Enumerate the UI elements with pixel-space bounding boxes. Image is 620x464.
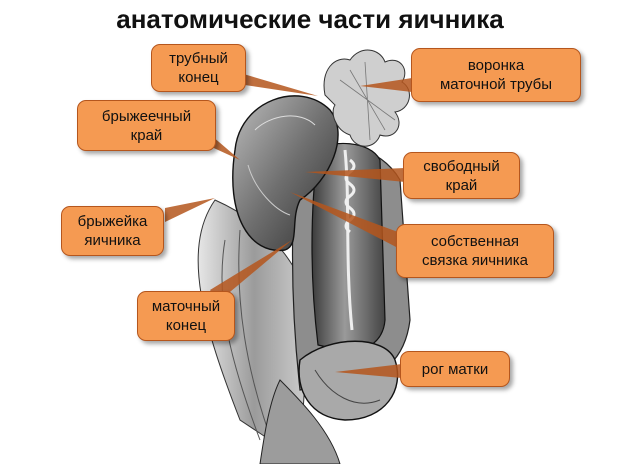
leader-free-edge <box>305 168 405 182</box>
label-tube-end: трубный конец <box>151 44 246 92</box>
leader-own-ligament <box>290 192 398 248</box>
diagram-title: анатомические части яичника <box>116 4 504 34</box>
label-mesovarium: брыжейка яичника <box>61 206 164 256</box>
label-own-ligament: собственная связка яичника <box>396 224 554 278</box>
label-mesenteric-edge: брыжеечный край <box>77 100 216 151</box>
label-funnel: воронка маточной трубы <box>411 48 581 102</box>
label-uterine-horn: рог матки <box>400 351 510 387</box>
leader-lines <box>165 70 412 378</box>
leader-funnel <box>360 78 412 92</box>
ovary-body <box>232 95 339 252</box>
leader-tube-end <box>230 70 318 96</box>
uterine-horn <box>298 340 399 421</box>
leader-uterine-end <box>210 240 292 302</box>
leader-mesovarium <box>165 198 215 222</box>
leader-uterine-horn <box>335 364 402 378</box>
uterus-lower <box>259 379 341 464</box>
label-uterine-end: маточный конец <box>137 291 235 341</box>
label-free-edge: свободный край <box>403 152 520 199</box>
